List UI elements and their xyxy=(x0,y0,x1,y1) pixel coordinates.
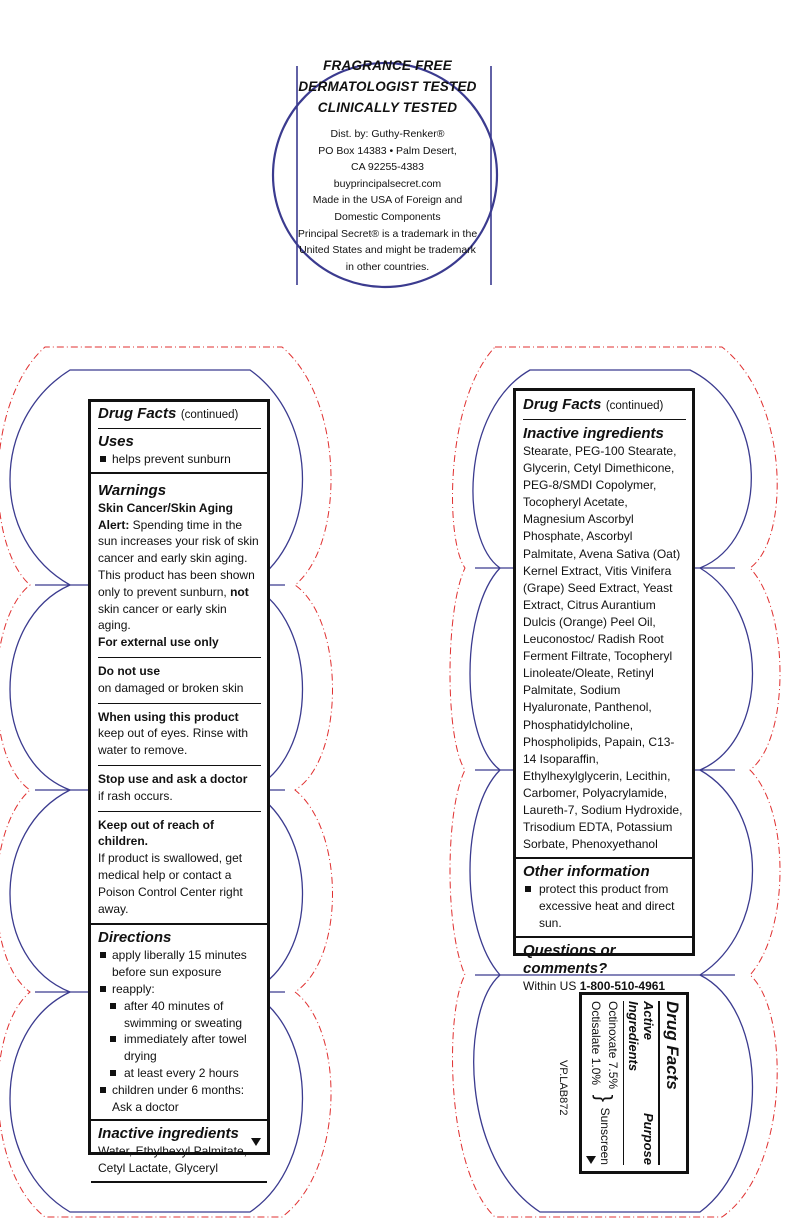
panel-header: Drug Facts (continued) xyxy=(98,402,261,429)
cap-text: FRAGRANCE FREE DERMATOLOGIST TESTED CLIN… xyxy=(290,55,485,275)
questions-section: Questions or comments? Within US 1-800-5… xyxy=(516,938,692,999)
info-line: Dist. by: Guthy-Renker® xyxy=(330,128,445,140)
continued-label: (continued) xyxy=(605,400,664,412)
questions-prefix: Within US xyxy=(523,978,580,993)
list-item: after 40 minutes of swimming or sweating xyxy=(98,998,261,1032)
info-line: in other countries. xyxy=(345,260,430,273)
list-item: children under 6 months: Ask a doctor xyxy=(98,1082,261,1116)
directions-section: Directions apply liberally 15 minutes be… xyxy=(91,925,267,1122)
inactive-ingredients-section: Inactive ingredients Stearate, PEG-100 S… xyxy=(516,420,692,860)
continued-label: (continued) xyxy=(180,409,239,421)
directions-title: Directions xyxy=(98,929,172,947)
rotated-content: Drug Facts Active Ingredients Purpose Oc… xyxy=(582,995,686,1171)
when-using: When using this product keep out of eyes… xyxy=(98,704,261,766)
warnings-title: Warnings xyxy=(98,481,167,499)
list-item: at least every 2 hours xyxy=(98,1065,261,1082)
subtext: on damaged or broken skin xyxy=(98,680,244,695)
skin-cancer-warning: Warnings Skin Cancer/Skin Aging Alert: S… xyxy=(98,477,261,658)
keep-out-of-reach: Keep out of reach of children. If produc… xyxy=(98,812,261,924)
right-cut-line xyxy=(449,346,781,1218)
drug-facts-panel-left: Drug Facts (continued) Uses helps preven… xyxy=(88,399,270,1183)
inactive-title: Inactive ingredients xyxy=(523,425,664,442)
list-item: protect this product from excessive heat… xyxy=(523,881,686,931)
active-ingredients-label: Active Ingredients xyxy=(626,1001,656,1072)
warnings-section: Warnings Skin Cancer/Skin Aging Alert: S… xyxy=(91,474,267,926)
not-emphasis: not xyxy=(230,584,249,599)
info-line: Domestic Components xyxy=(334,210,441,223)
inactive-ingredients-section: Inactive ingredients Water, Ethylhexyl P… xyxy=(91,1121,267,1183)
cap-circle xyxy=(271,61,499,289)
info-line: Principal Secret® is a trademark in the xyxy=(297,227,478,240)
active-header-row: Active Ingredients Purpose xyxy=(623,1001,658,1165)
list-item: reapply: xyxy=(98,981,261,998)
subheading: When using this product xyxy=(98,709,239,724)
left-cut-line xyxy=(0,346,333,1218)
lab-code: VP.LAB872 xyxy=(557,1060,569,1116)
subtext: If product is swallowed, get medical hel… xyxy=(98,851,243,916)
list-item: apply liberally 15 minutes before sun ex… xyxy=(98,947,261,981)
brace-icon: } xyxy=(592,1094,618,1103)
subheading: Keep out of reach of children. xyxy=(98,817,215,849)
drug-facts-title: Drug Facts xyxy=(658,1001,682,1165)
uses-title: Uses xyxy=(98,433,134,450)
other-title: Other information xyxy=(523,863,650,881)
info-line: PO Box 14383 • Palm Desert, xyxy=(318,144,457,157)
questions-title: Questions or comments? xyxy=(523,941,616,977)
panel-header: Drug Facts (continued) xyxy=(523,391,686,420)
info-line: United States and might be trademark xyxy=(299,244,476,257)
continue-arrow-icon xyxy=(586,1156,596,1164)
other-information-section: Other information protect this product f… xyxy=(516,859,692,938)
list-item: immediately after towel drying xyxy=(98,1031,261,1065)
ingredient: Octisalate 1.0% xyxy=(589,1001,604,1086)
phone-number: 1-800-510-4961 xyxy=(579,978,666,993)
inactive-text: Stearate, PEG-100 Stearate, Glycerin, Ce… xyxy=(523,444,683,852)
subheading: Do not use xyxy=(98,663,160,678)
warning-text-b: skin cancer or early skin aging. xyxy=(98,601,227,633)
website: buyprincipalsecret.com xyxy=(333,177,442,190)
warning-heading: Skin Cancer/Skin Aging xyxy=(98,500,233,515)
inactive-title: Inactive ingredients xyxy=(98,1125,239,1143)
stop-use: Stop use and ask a doctor if rash occurs… xyxy=(98,766,261,812)
purpose: Sunscreen xyxy=(597,1107,612,1165)
ingredient-row: Octinoxate 7.5% Octisalate 1.0% } Sunscr… xyxy=(587,1001,623,1165)
drug-facts-panel-right: Drug Facts (continued) Inactive ingredie… xyxy=(513,388,695,993)
subtext: keep out of eyes. Rinse with water to re… xyxy=(98,726,249,758)
claim-line: FRAGRANCE FREE xyxy=(323,58,452,73)
subheading: Stop use and ask a doctor xyxy=(98,771,248,786)
drug-facts-rotated-box: Drug Facts Active Ingredients Purpose Oc… xyxy=(579,992,689,1174)
list-item: helps prevent sunburn xyxy=(98,451,261,468)
drug-facts-title: Drug Facts xyxy=(523,396,602,413)
uses-section: Uses helps prevent sunburn xyxy=(91,429,267,474)
distributor-info: Dist. by: Guthy-Renker® PO Box 14383 • P… xyxy=(290,126,485,275)
external-use-label: For external use only xyxy=(98,635,219,650)
continue-arrow-icon xyxy=(251,1138,261,1146)
alert-label: Alert: xyxy=(98,517,130,532)
purpose-label: Purpose xyxy=(641,1112,656,1165)
ingredient: Octinoxate 7.5% xyxy=(606,1001,620,1090)
subtext: if rash occurs. xyxy=(98,788,173,803)
claim-line: DERMATOLOGIST TESTED xyxy=(298,79,477,94)
drug-facts-title: Drug Facts xyxy=(98,405,177,422)
info-line: Made in the USA of Foreign and xyxy=(312,194,463,207)
info-line: CA 92255-4383 xyxy=(351,161,424,174)
do-not-use: Do not use on damaged or broken skin xyxy=(98,658,261,704)
inactive-text: Water, Ethylhexyl Palmitate, Cetyl Lacta… xyxy=(98,1144,247,1176)
warning-text-a: Spending time in the sun increases your … xyxy=(98,517,259,599)
warning-text: Alert: Spending time in the sun increase… xyxy=(98,517,261,635)
claim-line: CLINICALLY TESTED xyxy=(317,100,458,115)
